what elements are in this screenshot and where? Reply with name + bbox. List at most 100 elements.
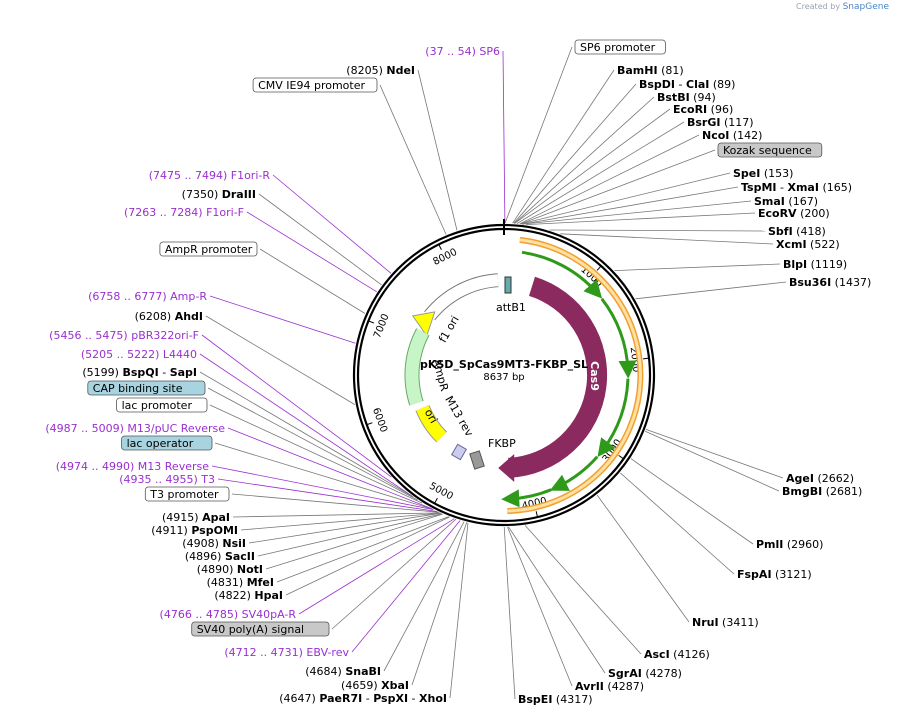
ori-feature bbox=[416, 405, 447, 442]
label-part: (6758 .. 6777) bbox=[88, 290, 167, 303]
label-part: (165) bbox=[819, 181, 852, 194]
feature-box-label: lac operator bbox=[127, 437, 194, 450]
label-part: SbfI bbox=[768, 225, 793, 238]
label-part: FspAI bbox=[737, 568, 772, 581]
site-label: SbfI (418) bbox=[768, 225, 826, 238]
label-part: (4915) bbox=[162, 511, 202, 524]
feature-box bbox=[87, 380, 206, 396]
label-part: BspEI bbox=[518, 693, 552, 706]
cas9-arrowhead bbox=[498, 453, 515, 482]
leader-line bbox=[524, 525, 642, 655]
leader-line bbox=[519, 134, 700, 225]
features bbox=[404, 236, 644, 514]
label-part: (4287) bbox=[604, 680, 644, 693]
label-part: AgeI bbox=[786, 472, 814, 485]
label-part: (4908) bbox=[182, 537, 222, 550]
label-part: (4684) bbox=[305, 665, 345, 678]
label-part: (4317) bbox=[552, 693, 592, 706]
label-part: EcoRI bbox=[673, 103, 707, 116]
label-part: (1119) bbox=[807, 258, 847, 271]
primer-label: (7475 .. 7494) F1ori-R bbox=[149, 169, 271, 182]
site-label: BstBI (94) bbox=[657, 91, 716, 104]
label-part: NsiI bbox=[222, 537, 246, 550]
leader-line bbox=[507, 526, 573, 687]
label-part: (4659) bbox=[341, 679, 381, 692]
green-segment bbox=[501, 488, 552, 508]
label-part: (94) bbox=[690, 91, 716, 104]
leader-line bbox=[272, 174, 392, 274]
leader-line bbox=[209, 295, 356, 344]
label-part: SacII bbox=[225, 550, 255, 563]
label-part: (7475 .. 7494) bbox=[149, 169, 228, 182]
site-label: (4822) HpaI bbox=[214, 589, 283, 602]
feature-box bbox=[252, 77, 378, 93]
leader-line bbox=[645, 430, 780, 492]
primer-label: (7263 .. 7284) F1ori-F bbox=[124, 206, 244, 219]
label-part: SP6 bbox=[479, 45, 500, 58]
feature-box bbox=[159, 241, 258, 257]
site-label: (4831) MfeI bbox=[207, 576, 274, 589]
label-part: AscI bbox=[644, 648, 670, 661]
leader-line bbox=[209, 404, 423, 504]
label-part: NruI bbox=[692, 616, 719, 629]
label-part: Bsu36I bbox=[789, 276, 831, 289]
site-label: (4896) SacII bbox=[185, 550, 255, 563]
label-part: (117) bbox=[720, 116, 753, 129]
label-part: (7263 .. 7284) bbox=[124, 206, 203, 219]
leader-line bbox=[331, 518, 457, 630]
site-label: (4911) PspOMI bbox=[151, 524, 238, 537]
primer-label: (5205 .. 5222) L4440 bbox=[81, 348, 197, 361]
primer-label: (37 .. 54) SP6 bbox=[425, 45, 500, 58]
leader-line bbox=[240, 512, 441, 531]
feature-box-label: SV40 poly(A) signal bbox=[197, 623, 304, 636]
label-part: - bbox=[362, 692, 373, 705]
leader-line bbox=[635, 281, 787, 300]
leader-line bbox=[417, 69, 458, 231]
tick-label: 6000 bbox=[370, 406, 389, 434]
leader-line bbox=[379, 84, 447, 235]
label-part: (2681) bbox=[822, 485, 862, 498]
credit-brand: SnapGene bbox=[842, 2, 889, 12]
leader-line bbox=[232, 512, 441, 518]
label-part: EBV-rev bbox=[306, 646, 349, 659]
leader-line bbox=[449, 522, 469, 699]
site-label: NcoI (142) bbox=[702, 129, 762, 142]
label-part: SV40pA-R bbox=[242, 608, 297, 621]
leader-line bbox=[205, 315, 356, 405]
label-part: PspXI bbox=[373, 692, 408, 705]
label-part: (4126) bbox=[670, 648, 710, 661]
label-part: (4987 .. 5009) bbox=[45, 422, 124, 435]
primer-label: (4712 .. 4731) EBV-rev bbox=[224, 646, 349, 659]
site-label: (5199) BspQI - SapI bbox=[82, 366, 197, 379]
label-part: (4831) bbox=[207, 576, 247, 589]
label-part: F1ori-R bbox=[231, 169, 271, 182]
leader-line bbox=[508, 526, 606, 674]
label-part: SgrAI bbox=[608, 667, 642, 680]
feature-box bbox=[574, 39, 666, 55]
label-part: (200) bbox=[797, 207, 830, 220]
leader-line bbox=[522, 186, 739, 225]
leader-line bbox=[207, 387, 418, 501]
label-part: XhoI bbox=[419, 692, 447, 705]
label-m13rev: M13 rev bbox=[442, 394, 476, 439]
label-part: NotI bbox=[237, 563, 263, 576]
snapgene-credit: Created by SnapGene bbox=[796, 2, 889, 12]
label-part: (3121) bbox=[772, 568, 812, 581]
label-part: (142) bbox=[729, 129, 762, 142]
tick-mark bbox=[434, 497, 438, 504]
leader-line bbox=[248, 512, 441, 544]
attb1-marker bbox=[504, 276, 512, 294]
leader-line bbox=[596, 494, 690, 623]
label-part: PaeR7I bbox=[319, 692, 362, 705]
leader-line bbox=[620, 472, 735, 575]
leader-line bbox=[199, 371, 414, 498]
label-part: DraIII bbox=[222, 188, 256, 201]
leader-line bbox=[560, 233, 774, 245]
tick-mark bbox=[366, 422, 373, 426]
leader-line bbox=[525, 212, 756, 225]
label-attb1: attB1 bbox=[496, 301, 526, 314]
site-label: EcoRV (200) bbox=[758, 207, 830, 220]
label-part: XcmI bbox=[776, 238, 807, 251]
label-part: (37 .. 54) bbox=[425, 45, 476, 58]
